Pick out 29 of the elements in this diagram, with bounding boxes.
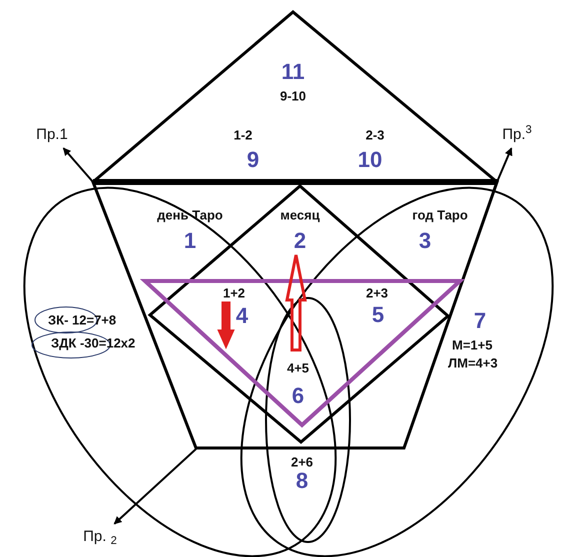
region-label: 1-2 [234,128,252,142]
region-label: месяц [280,208,320,222]
direction-label: Пр.1 [36,126,68,143]
region-number: 5 [372,304,384,326]
region-number: 4 [236,305,248,327]
region-number: 10 [358,149,382,171]
arrow [496,147,512,182]
region-label: 1+2 [222,286,246,300]
region-number: 6 [292,385,304,407]
region-number: 9 [246,149,260,171]
region-label: год Таро [412,208,468,222]
region-label: 4+5 [286,362,310,374]
arrow [114,448,197,524]
region-label: день Таро [157,208,223,222]
region-label: М=1+5 [452,338,492,352]
region-number: 1 [184,230,196,252]
region-number: 8 [296,470,308,492]
arrow [62,148,94,183]
region-number: 2 [294,230,306,252]
region-label: 2+3 [366,286,388,300]
region-label: 2+6 [290,456,314,468]
direction-label: Пр. $_{2}$ [83,528,117,545]
region-number: 7 [474,310,486,332]
direction-label: Пр.$^{3}$ [502,126,532,143]
region-label: 9-10 [280,90,306,102]
region-label: ЛМ=4+3 [448,356,498,370]
region-number: 11 [281,61,305,83]
region-label: 2-3 [366,128,384,142]
region-number: 3 [418,230,432,252]
